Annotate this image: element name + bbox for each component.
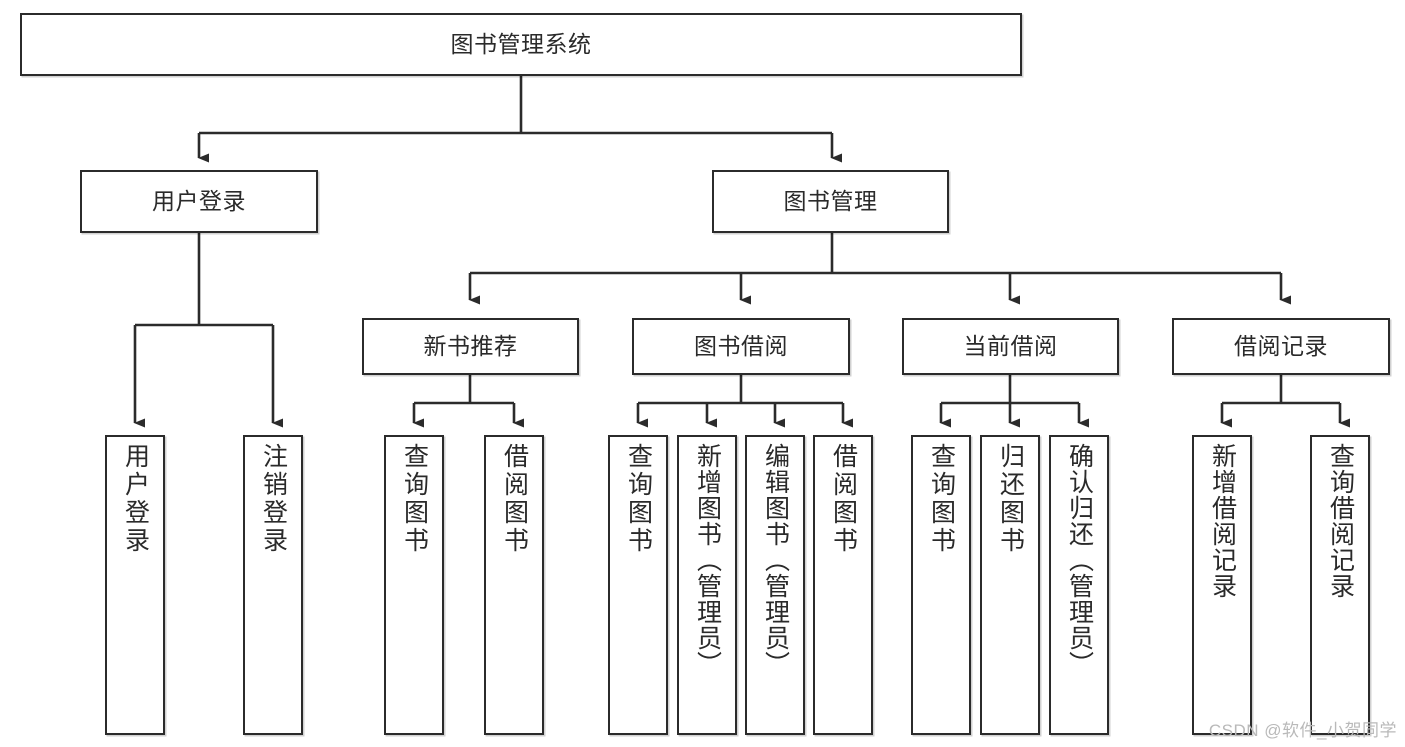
node-label: 查询图书 [624, 443, 653, 555]
leaf-query-book-recommendation[interactable]: 查询图书 [384, 435, 444, 735]
watermark: CSDN @软件_小贺同学 [1208, 721, 1397, 740]
leaf-edit-book-admin[interactable]: 编辑图书（管理员） [745, 435, 805, 735]
node-user-login[interactable]: 用户登录 [80, 170, 318, 233]
leaf-query-book-current[interactable]: 查询图书 [911, 435, 971, 735]
node-label: 当前借阅 [963, 332, 1058, 359]
node-label: 查询借阅记录 [1326, 443, 1355, 599]
node-current-borrowing[interactable]: 当前借阅 [902, 318, 1119, 375]
leaf-add-borrowing-record[interactable]: 新增借阅记录 [1192, 435, 1252, 735]
node-label: 用户登录 [121, 443, 150, 555]
node-label: 用户登录 [152, 187, 246, 214]
leaf-logout[interactable]: 注销登录 [243, 435, 303, 735]
node-label: 借阅图书 [500, 443, 529, 555]
node-label: 新增图书（管理员） [693, 443, 722, 677]
leaf-add-book-admin[interactable]: 新增图书（管理员） [677, 435, 737, 735]
node-label: 查询图书 [927, 443, 956, 555]
node-label: 新增借阅记录 [1208, 443, 1237, 599]
leaf-borrow-book-borrowing[interactable]: 借阅图书 [813, 435, 873, 735]
node-label: 借阅记录 [1234, 332, 1328, 359]
node-label: 借阅图书 [829, 443, 858, 555]
node-root-book-management-system[interactable]: 图书管理系统 [20, 13, 1022, 76]
node-new-book-recommendation[interactable]: 新书推荐 [362, 318, 579, 375]
node-label: 图书借阅 [694, 332, 788, 359]
node-book-borrowing[interactable]: 图书借阅 [632, 318, 850, 375]
leaf-borrow-book-recommendation[interactable]: 借阅图书 [484, 435, 544, 735]
node-label: 注销登录 [259, 443, 288, 555]
leaf-return-book[interactable]: 归还图书 [980, 435, 1040, 735]
node-label: 确认归还（管理员） [1065, 443, 1094, 677]
leaf-confirm-return-admin[interactable]: 确认归还（管理员） [1049, 435, 1109, 735]
node-label: 图书管理系统 [450, 30, 592, 57]
leaf-query-borrowing-record[interactable]: 查询借阅记录 [1310, 435, 1370, 735]
node-label: 新书推荐 [423, 332, 518, 359]
node-book-management[interactable]: 图书管理 [712, 170, 949, 233]
node-label: 查询图书 [400, 443, 429, 555]
leaf-query-book-borrowing[interactable]: 查询图书 [608, 435, 668, 735]
node-label: 归还图书 [996, 443, 1025, 555]
node-label: 图书管理 [783, 187, 878, 214]
node-borrowing-record[interactable]: 借阅记录 [1172, 318, 1390, 375]
node-label: 编辑图书（管理员） [761, 443, 790, 677]
leaf-user-login[interactable]: 用户登录 [105, 435, 165, 735]
